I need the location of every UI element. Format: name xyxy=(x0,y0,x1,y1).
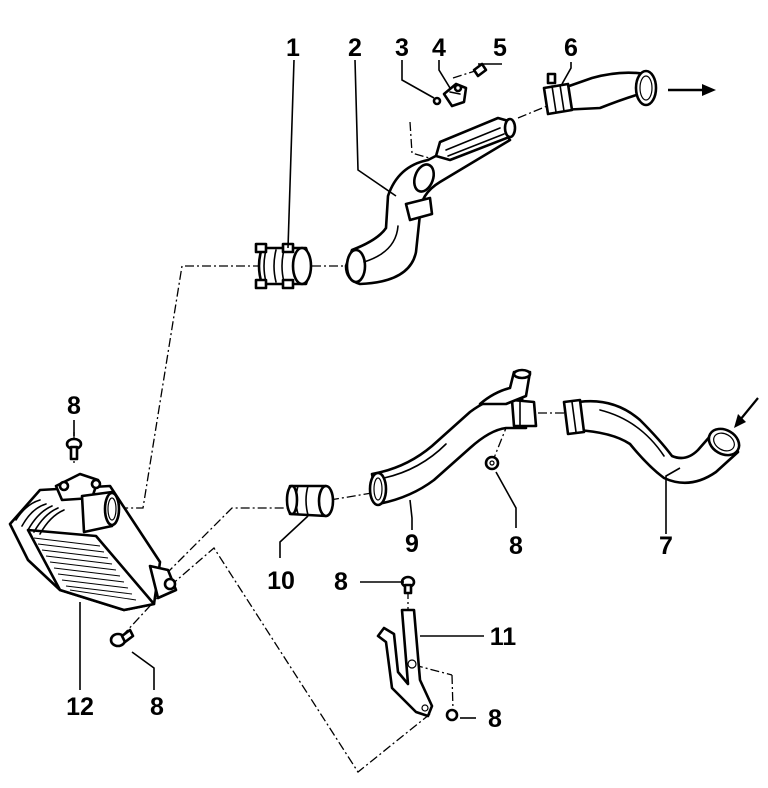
part-8-bolt-top-left xyxy=(65,437,83,461)
part-8-bolt-bracket xyxy=(400,575,416,595)
callout-3: 3 xyxy=(395,34,409,62)
part-10-coupling xyxy=(285,484,335,518)
part-3-washer xyxy=(432,96,442,106)
part-4-sensor xyxy=(442,82,468,108)
part-11-bracket xyxy=(376,608,434,718)
callout-8-bracket-bolt: 8 xyxy=(334,568,348,596)
arrow-right-icon xyxy=(668,84,716,96)
callout-10: 10 xyxy=(267,567,295,595)
callout-12: 12 xyxy=(66,693,94,721)
part-6-outlet-pipe xyxy=(542,69,658,116)
part-7-inlet-hose xyxy=(562,398,741,485)
part-9-charge-pipe xyxy=(368,368,538,507)
part-12-intercooler xyxy=(8,472,178,612)
part-1-hose-clamp xyxy=(254,242,313,290)
callout-8-pipe: 8 xyxy=(509,532,523,560)
part-8-nut-pipe xyxy=(484,455,500,471)
callout-7: 7 xyxy=(659,532,673,560)
part-8-bolt-lower-left xyxy=(109,628,135,648)
callout-8-top-left: 8 xyxy=(67,392,81,420)
callout-4: 4 xyxy=(432,34,446,62)
callout-8-lower-left: 8 xyxy=(150,693,164,721)
callout-6: 6 xyxy=(564,34,578,62)
arrow-down-left-icon xyxy=(734,397,759,428)
callout-1: 1 xyxy=(286,34,300,62)
callout-8-bracket-nut: 8 xyxy=(488,705,502,733)
part-2-charge-pipe xyxy=(344,116,517,286)
leader-lines xyxy=(73,59,681,719)
intercooler-core-hatching xyxy=(33,537,137,601)
callout-5: 5 xyxy=(493,34,507,62)
part-8-nut-bracket xyxy=(445,708,459,722)
callout-9: 9 xyxy=(405,530,419,558)
part-5-screw xyxy=(472,62,488,78)
callout-labels: 1 2 3 4 5 6 7 8 8 8 8 8 9 10 11 12 xyxy=(66,34,673,733)
callout-2: 2 xyxy=(348,34,362,62)
assembly-lines xyxy=(73,69,566,773)
callout-11: 11 xyxy=(490,623,517,651)
